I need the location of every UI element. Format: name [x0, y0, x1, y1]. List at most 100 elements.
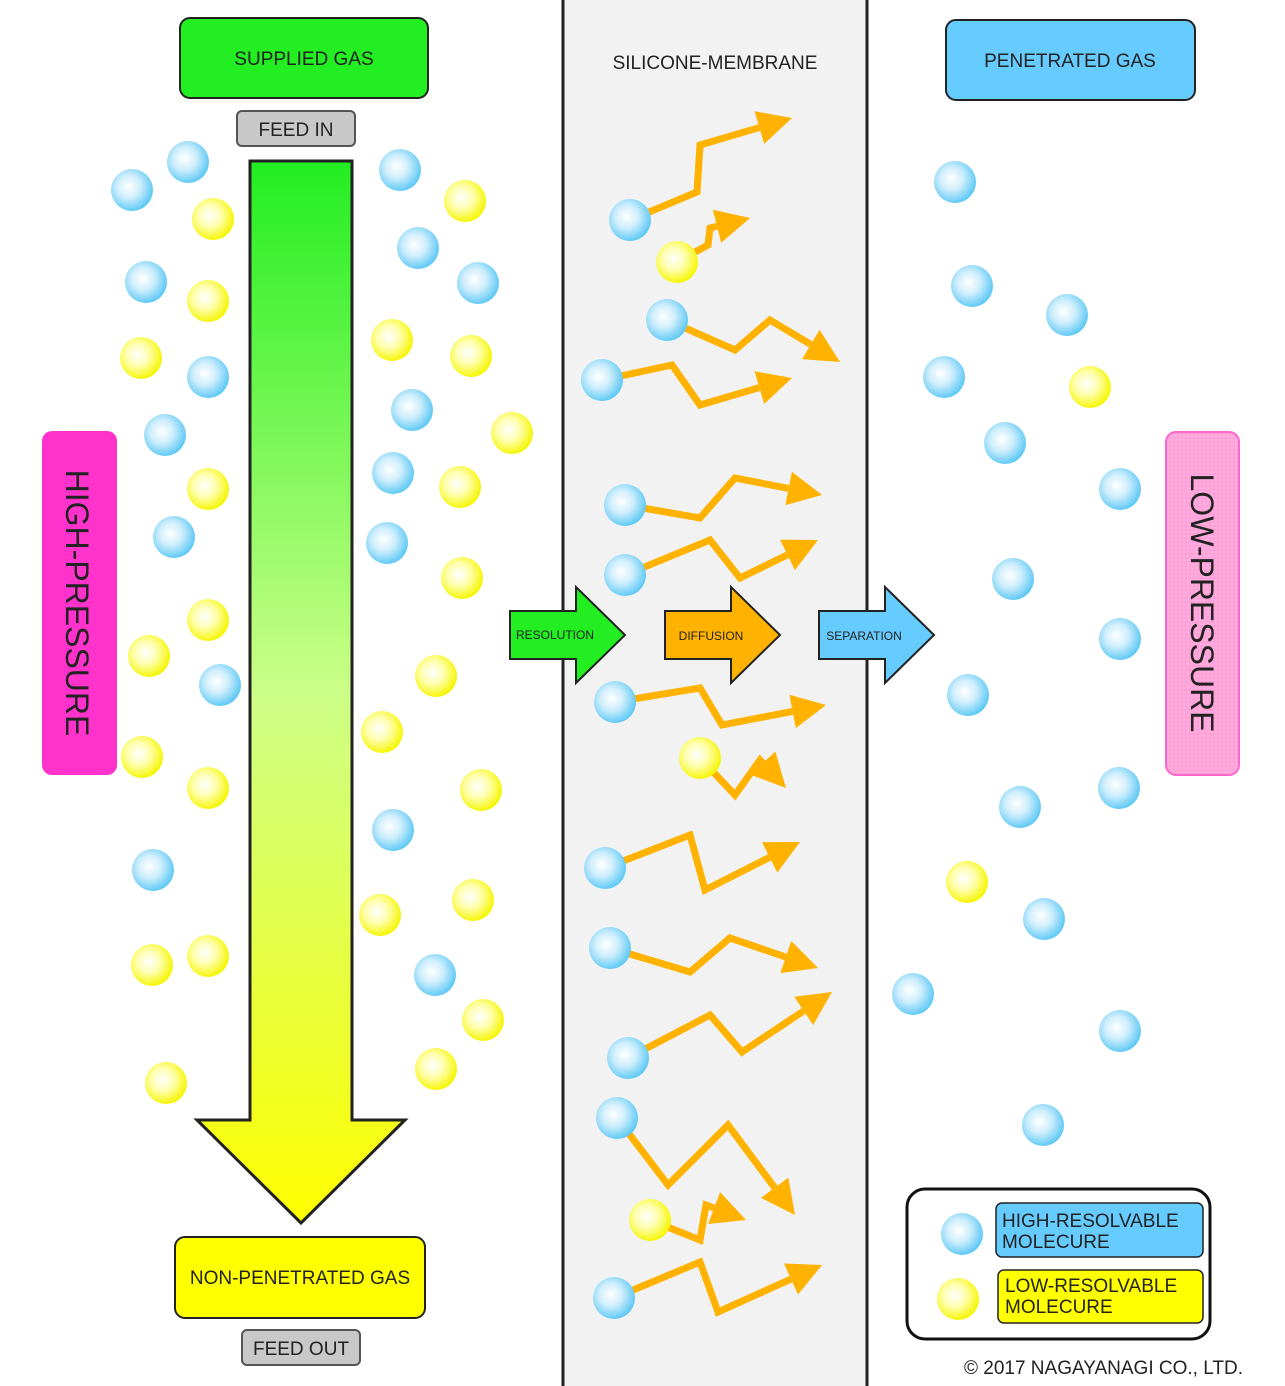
copyright: © 2017 NAGAYANAGI CO., LTD. — [964, 1358, 1243, 1379]
legend-low-label: LOW-RESOLVABLE MOLECURE — [1005, 1276, 1182, 1318]
low-resolvable-molecule — [679, 737, 721, 779]
diffusion-arrowhead — [789, 694, 826, 729]
diffusion-path — [665, 315, 813, 355]
high-resolvable-molecule — [111, 169, 153, 211]
high-resolvable-molecule — [372, 809, 414, 851]
high-resolvable-molecule — [947, 674, 989, 716]
legend-high-box — [995, 1202, 1204, 1258]
low-resolvable-molecule — [187, 468, 229, 510]
high-resolvable-molecule — [1046, 294, 1088, 336]
high-resolvable-molecule — [593, 1277, 635, 1319]
diffusion-path — [601, 361, 761, 410]
step-arrow-diffusion: DIFFUSION — [664, 584, 782, 686]
high-resolvable-molecule — [132, 849, 174, 891]
high-resolvable-molecule — [187, 356, 229, 398]
diffusion-path — [697, 754, 766, 801]
high-resolvable-molecule — [144, 414, 186, 456]
high-resolvable-molecule — [1098, 767, 1140, 809]
legend-low-box — [997, 1269, 1204, 1324]
high-resolvable-molecule — [391, 389, 433, 431]
low-resolvable-molecule — [439, 466, 481, 508]
low-resolvable-molecule — [460, 769, 502, 811]
feed-out-label: FEED OUT — [253, 1339, 349, 1360]
diffusion-arrowhead — [802, 329, 840, 362]
low-resolvable-molecule — [187, 280, 229, 322]
step-label-diffusion: DIFFUSION — [679, 629, 744, 643]
high-resolvable-molecule — [167, 141, 209, 183]
high-resolvable-molecule — [457, 262, 499, 304]
low-resolvable-molecule — [656, 241, 698, 283]
diffusion-path — [603, 830, 772, 896]
diffusion-path — [648, 1200, 716, 1245]
high-resolvable-molecule — [934, 161, 976, 203]
feed-flow-arrow — [193, 159, 409, 1226]
high-resolvable-molecule — [589, 927, 631, 969]
high-resolvable-molecule — [372, 452, 414, 494]
high-resolvable-molecule — [1022, 1104, 1064, 1146]
high-resolvable-molecule — [199, 664, 241, 706]
low-resolvable-molecule — [192, 198, 234, 240]
diffusion-arrowhead — [708, 1192, 746, 1224]
step-label-separation: SEPARATION — [826, 629, 902, 643]
legend-low-line2: MOLECURE — [1005, 1297, 1113, 1318]
low-pressure-box: LOW-PRESSURE — [1165, 431, 1240, 776]
high-resolvable-molecule — [999, 786, 1041, 828]
low-pressure-label: LOW-PRESSURE — [1184, 473, 1220, 732]
high-resolvable-molecule — [1099, 618, 1141, 660]
legend: HIGH-RESOLVABLE MOLECURE LOW-RESOLVABLE … — [905, 1187, 1212, 1341]
legend-blue-molecule — [941, 1213, 983, 1255]
high-resolvable-molecule — [153, 516, 195, 558]
diffusion-paths — [601, 111, 840, 1317]
low-resolvable-molecule — [187, 599, 229, 641]
legend-high-label: HIGH-RESOLVABLE MOLECURE — [1002, 1211, 1184, 1253]
low-resolvable-molecule — [415, 655, 457, 697]
diffusion-path — [626, 1007, 806, 1062]
low-resolvable-molecule — [444, 180, 486, 222]
diffusion-arrowhead — [754, 371, 792, 404]
diffusion-path — [614, 684, 794, 729]
high-resolvable-molecule — [414, 954, 456, 996]
non-penetrated-gas-label: NON-PENETRATED GAS — [190, 1268, 410, 1289]
diffusion-arrowhead — [754, 111, 792, 144]
high-resolvable-molecule — [992, 558, 1034, 600]
step-arrow-separation: SEPARATION — [818, 584, 936, 686]
low-resolvable-molecule — [361, 711, 403, 753]
high-resolvable-molecule — [604, 484, 646, 526]
feed-out-box: FEED OUT — [241, 1329, 361, 1366]
membrane-label: SILICONE-MEMBRANE — [613, 53, 818, 74]
supplied-gas-box: SUPPLIED GAS — [179, 17, 429, 99]
high-resolvable-molecule — [366, 522, 408, 564]
diffusion-path — [614, 1115, 778, 1191]
diffusion-path — [624, 474, 790, 522]
low-resolvable-molecule — [462, 999, 504, 1041]
low-resolvable-molecule — [491, 412, 533, 454]
low-resolvable-molecule — [187, 767, 229, 809]
legend-high-line1: HIGH-RESOLVABLE — [1002, 1211, 1179, 1232]
diffusion-path — [612, 1257, 793, 1317]
penetrated-gas-label: PENETRATED GAS — [984, 51, 1156, 72]
non-penetrated-gas-box: NON-PENETRATED GAS — [174, 1236, 426, 1319]
diffusion-path — [623, 535, 789, 583]
high-resolvable-molecule — [923, 356, 965, 398]
diffusion-path — [608, 934, 787, 976]
high-pressure-label: HIGH-PRESSURE — [59, 470, 95, 737]
low-resolvable-molecule — [1069, 366, 1111, 408]
step-arrow-resolution: RESOLUTION — [509, 584, 627, 686]
high-resolvable-molecule — [607, 1037, 649, 1079]
low-resolvable-molecule — [371, 319, 413, 361]
low-resolvable-molecule — [128, 635, 170, 677]
low-resolvable-molecule — [359, 894, 401, 936]
penetrated-gas-box: PENETRATED GAS — [945, 19, 1196, 101]
diffusion-arrowhead — [784, 1263, 822, 1295]
low-resolvable-molecule — [441, 557, 483, 599]
low-resolvable-molecule — [187, 935, 229, 977]
high-pressure-box: HIGH-PRESSURE — [42, 431, 117, 775]
diffusion-arrowhead — [780, 940, 818, 974]
diffusion-arrowhead — [712, 209, 750, 243]
low-resolvable-molecule — [450, 335, 492, 377]
low-resolvable-molecule — [131, 944, 173, 986]
legend-high-line2: MOLECURE — [1002, 1232, 1110, 1253]
step-label-resolution: RESOLUTION — [516, 628, 594, 642]
high-resolvable-molecule — [379, 149, 421, 191]
